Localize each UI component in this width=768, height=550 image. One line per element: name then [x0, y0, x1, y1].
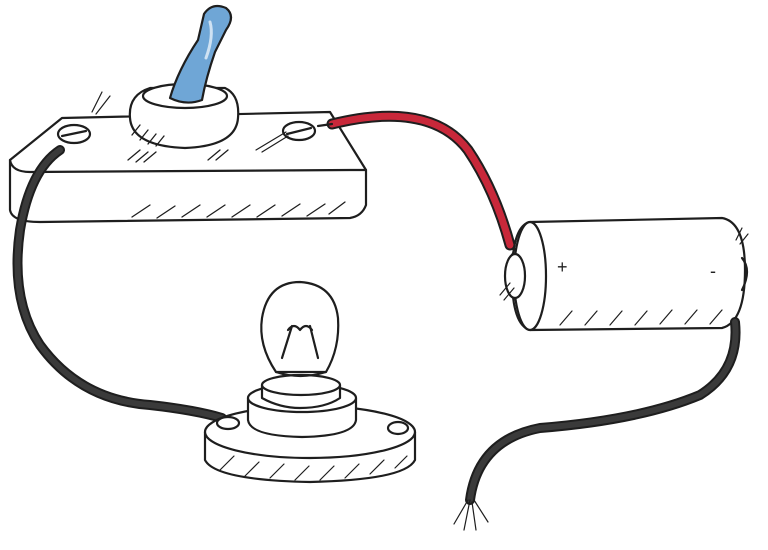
battery-negative-label: -: [710, 261, 716, 281]
battery-positive-label: +: [557, 257, 568, 277]
switch-screw-right: [281, 120, 317, 142]
bulb-socket: [246, 373, 358, 439]
battery: [499, 216, 749, 332]
light-bulb: [260, 280, 340, 378]
wire-strands: [91, 91, 289, 153]
red-wire: [316, 110, 516, 251]
switch-block: [8, 110, 368, 224]
black-wire-battery-loose: [453, 317, 741, 531]
toggle-lever[interactable]: [168, 4, 233, 104]
black-wire-switch-to-bulb: [12, 145, 227, 423]
switch-screw-left: [56, 123, 92, 145]
